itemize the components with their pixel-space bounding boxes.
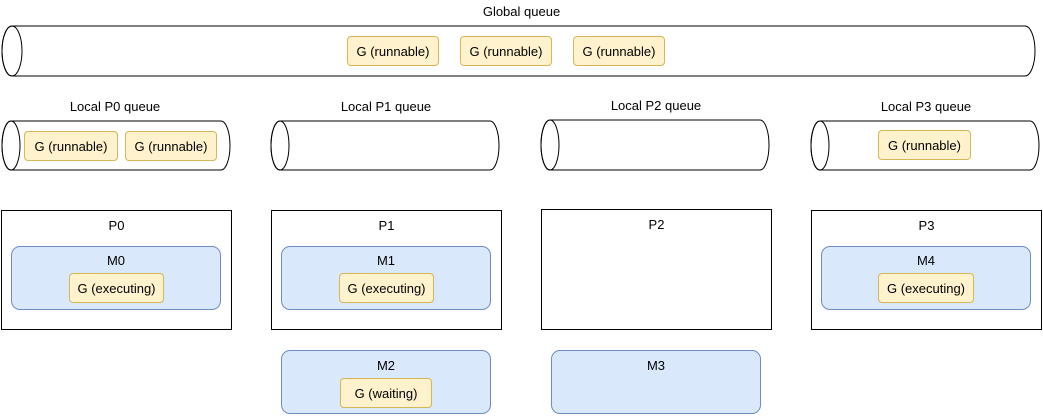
goroutine-local-p0-1[interactable]: G (runnable) (24, 131, 118, 161)
machine-m1-label: M1 (376, 253, 396, 268)
processor-p2[interactable] (541, 209, 772, 330)
goroutine-global-2[interactable]: G (runnable) (460, 36, 552, 66)
local-p3-queue-label: Local P3 queue (880, 99, 972, 114)
goroutine-m0-executing[interactable]: G (executing) (69, 273, 164, 303)
goroutine-m2-waiting[interactable]: G (waiting) (340, 378, 432, 408)
local-p1-queue-cylinder (270, 120, 500, 171)
machine-m0-label: M0 (106, 253, 126, 268)
goroutine-global-3[interactable]: G (runnable) (573, 36, 665, 66)
machine-m4-label: M4 (916, 253, 936, 268)
goroutine-global-1[interactable]: G (runnable) (347, 36, 439, 66)
machine-m2-label: M2 (376, 358, 396, 373)
machine-m3[interactable] (551, 350, 761, 414)
goroutine-m1-executing[interactable]: G (executing) (339, 273, 434, 303)
processor-p1-label: P1 (378, 218, 395, 233)
goroutine-local-p0-2[interactable]: G (runnable) (125, 131, 217, 161)
goroutine-m4-executing[interactable]: G (executing) (878, 273, 974, 303)
machine-m3-label: M3 (646, 358, 666, 373)
global-queue-label: Global queue (482, 4, 561, 19)
processor-p2-label: P2 (648, 217, 665, 232)
processor-p3-label: P3 (918, 218, 935, 233)
processor-p0-label: P0 (108, 218, 125, 233)
local-p0-queue-label: Local P0 queue (69, 99, 161, 114)
goroutine-local-p3-1[interactable]: G (runnable) (878, 130, 971, 160)
local-p2-queue-label: Local P2 queue (610, 98, 702, 113)
local-p2-queue-cylinder (540, 119, 770, 171)
local-p1-queue-label: Local P1 queue (340, 99, 432, 114)
